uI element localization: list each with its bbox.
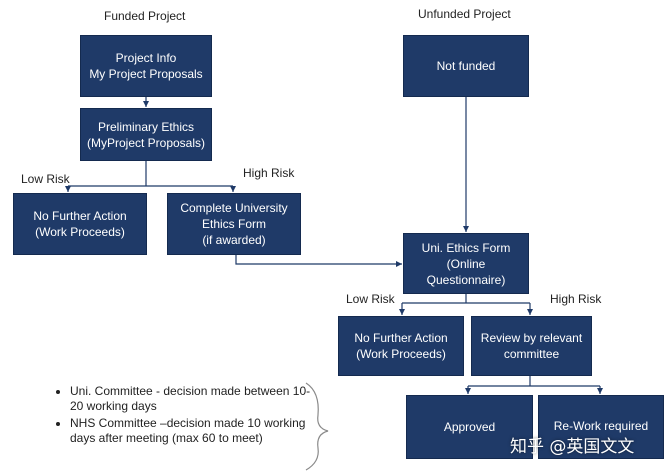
no-further-action-funded-box: No Further Action (Work Proceeds) bbox=[13, 193, 147, 255]
uni-ethics-form-line-1: Uni. Ethics Form bbox=[421, 240, 511, 255]
review-committee-line-1: Review by relevant bbox=[480, 331, 583, 345]
uni-ethics-form-box: Uni. Ethics Form (Online Questionnaire) bbox=[403, 233, 529, 294]
funded-low-risk-label: Low Risk bbox=[21, 172, 70, 186]
funded-high-risk-label: High Risk bbox=[243, 166, 295, 180]
rework-label: Re-Work required bbox=[553, 419, 649, 433]
note-uni-committee: Uni. Committee - decision made between 1… bbox=[70, 384, 318, 414]
no-action-unfunded-line-1: No Further Action bbox=[354, 331, 448, 345]
approved-label: Approved bbox=[443, 420, 496, 434]
arrow-complete-to-uni-form bbox=[235, 255, 402, 267]
complete-university-ethics-box: Complete University Ethics Form (if awar… bbox=[167, 193, 301, 255]
preliminary-ethics-line-2: (MyProject Proposals) bbox=[86, 135, 206, 150]
zhihu-watermark: 知乎 @英国文文 bbox=[510, 437, 635, 457]
notes-brace bbox=[305, 382, 329, 471]
uni-ethics-form-line-3: Questionnaire) bbox=[426, 272, 506, 287]
no-action-funded-line-1: No Further Action bbox=[33, 209, 127, 223]
rework-required-box: Re-Work required bbox=[538, 395, 664, 459]
complete-ethics-line-1: Complete University bbox=[180, 201, 288, 215]
preliminary-ethics-line-1: Preliminary Ethics bbox=[97, 119, 195, 134]
project-info-line-2: My Project Proposals bbox=[89, 67, 203, 81]
unfunded-low-risk-label: Low Risk bbox=[346, 292, 395, 306]
review-committee-line-2: committee bbox=[503, 347, 560, 361]
note-nhs-committee: NHS Committee –decision made 10 working … bbox=[70, 416, 318, 446]
uni-ethics-form-line-2: (Online bbox=[446, 256, 486, 271]
review-committee-box: Review by relevant committee bbox=[471, 316, 592, 376]
funded-project-header: Funded Project bbox=[104, 9, 186, 23]
unfunded-project-header: Unfunded Project bbox=[418, 7, 511, 21]
not-funded-box: Not funded bbox=[403, 35, 529, 97]
no-action-funded-line-2: (Work Proceeds) bbox=[35, 225, 125, 239]
project-info-line-1: Project Info bbox=[115, 51, 177, 65]
no-action-unfunded-line-2: (Work Proceeds) bbox=[356, 347, 446, 361]
project-info-box: Project Info My Project Proposals bbox=[80, 35, 212, 97]
approved-box: Approved bbox=[406, 395, 533, 459]
complete-ethics-line-2: Ethics Form bbox=[201, 217, 266, 231]
complete-ethics-line-3: (if awarded) bbox=[202, 233, 266, 247]
unfunded-high-risk-label: High Risk bbox=[550, 292, 602, 306]
committee-notes: Uni. Committee - decision made between 1… bbox=[56, 384, 318, 448]
no-further-action-unfunded-box: No Further Action (Work Proceeds) bbox=[338, 316, 464, 376]
preliminary-ethics-box: Preliminary Ethics (MyProject Proposals) bbox=[80, 108, 212, 161]
not-funded-label: Not funded bbox=[436, 59, 496, 73]
